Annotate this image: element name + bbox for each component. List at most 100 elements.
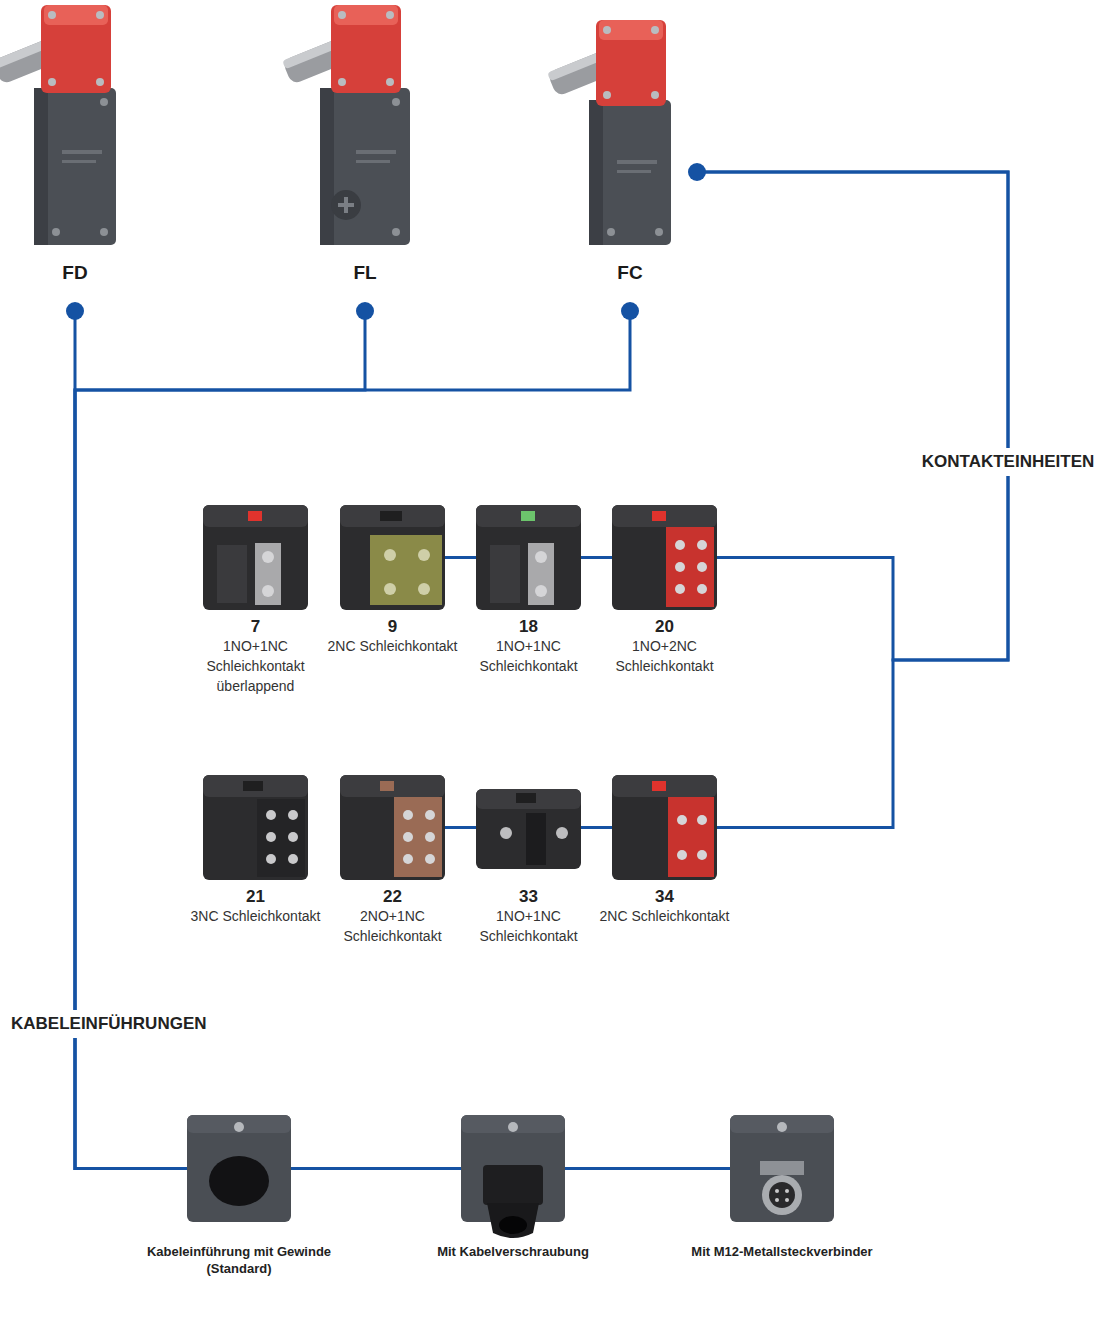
contact-unit-node: 342NC Schleichkontakt <box>612 775 717 880</box>
cable-entry-m12 <box>730 1115 834 1222</box>
illustration-part <box>617 170 651 173</box>
illustration-part <box>612 505 717 527</box>
illustration-part <box>331 190 361 220</box>
illustration-part <box>535 551 547 563</box>
illustration-part <box>508 1122 518 1132</box>
connector-line <box>445 826 476 829</box>
illustration-part <box>483 1165 543 1205</box>
caption: 342NC Schleichkontakt <box>598 887 732 927</box>
product-node: FC <box>570 0 690 298</box>
illustration-part <box>262 551 274 563</box>
illustration-part <box>675 540 685 550</box>
contact-description: 1NO+2NC Schleichkontakt <box>598 637 732 676</box>
connector <box>581 827 612 828</box>
callout-number: 20 <box>598 617 732 637</box>
illustration-part <box>288 854 298 864</box>
caption: 213NC Schleichkontakt <box>189 887 323 927</box>
contact-unit-21 <box>203 775 308 880</box>
connector-line <box>565 1167 730 1170</box>
connector <box>697 172 1008 828</box>
contact-unit-node: 222NO+1NC Schleichkontakt <box>340 775 445 880</box>
illustration-part <box>499 1216 527 1234</box>
illustration-part <box>425 810 435 820</box>
illustration-part <box>203 505 308 610</box>
illustration-part <box>356 160 390 163</box>
illustration-part <box>234 1122 244 1132</box>
illustration-part <box>96 11 104 19</box>
illustration-part <box>785 1189 789 1193</box>
illustration-part <box>187 1115 291 1222</box>
connector <box>75 311 630 1169</box>
junction-dot <box>688 163 706 181</box>
cable-entry-gland <box>461 1115 565 1238</box>
connector <box>291 1168 461 1169</box>
contact-unit-7 <box>203 505 308 610</box>
connector <box>75 311 365 1169</box>
illustration-part <box>394 797 442 877</box>
connector-line <box>75 311 630 1169</box>
contact-unit-20 <box>612 505 717 610</box>
caption: 222NO+1NC Schleichkontakt <box>326 887 460 947</box>
switch-fl <box>282 5 410 245</box>
illustration-part <box>418 583 430 595</box>
illustration-part <box>516 793 536 803</box>
cable-entry-node: Mit M12-Metallsteckverbinder <box>730 1115 834 1222</box>
illustration-part <box>675 584 685 594</box>
contact-unit-node: 71NO+1NC Schleichkontakt überlappend <box>203 505 308 610</box>
illustration-part <box>340 775 445 880</box>
illustration-part <box>730 1115 834 1222</box>
cable-entry-label: Mit Kabelverschraubung <box>388 1244 638 1261</box>
illustration-part <box>338 11 346 19</box>
contact-unit-18 <box>476 505 581 610</box>
illustration-part <box>340 505 445 527</box>
illustration-part <box>386 78 394 86</box>
illustration-part <box>476 505 581 527</box>
callout-number: 21 <box>189 887 323 907</box>
caption: Mit M12-Metallsteckverbinder <box>657 1244 907 1261</box>
connector-line <box>445 556 476 559</box>
connector-line <box>75 311 365 1169</box>
product-node: FD <box>0 0 150 298</box>
callout-number: 9 <box>326 617 460 637</box>
connector-line <box>581 556 612 559</box>
illustration-part <box>655 228 663 236</box>
callout-number: 33 <box>462 887 596 907</box>
caption: 71NO+1NC Schleichkontakt überlappend <box>189 617 323 696</box>
illustration-part <box>775 1198 779 1202</box>
illustration-part <box>777 1122 787 1132</box>
contact-unit-node: 181NO+1NC Schleichkontakt <box>476 505 581 610</box>
illustration-part <box>461 1115 565 1133</box>
callout-number: 22 <box>326 887 460 907</box>
illustration-part <box>612 505 717 610</box>
illustration-part <box>589 100 671 245</box>
illustration-part <box>41 5 111 93</box>
illustration-part <box>528 543 554 605</box>
contact-unit-9 <box>340 505 445 610</box>
illustration-part <box>288 810 298 820</box>
illustration-part <box>675 562 685 572</box>
cable-entry-label: Mit M12-Metallsteckverbinder <box>657 1244 907 1261</box>
contact-description: 1NO+1NC Schleichkontakt <box>462 907 596 946</box>
illustration-part <box>596 20 666 106</box>
illustration-part <box>651 91 659 99</box>
cable-entry-thread <box>187 1115 291 1222</box>
product-node: FL <box>290 0 440 298</box>
illustration-part <box>612 775 717 880</box>
contact-description: 2NO+1NC Schleichkontakt <box>326 907 460 946</box>
illustration-part <box>257 799 305 877</box>
caption: Kabeleinführung mit Gewinde (Standard) <box>133 1244 345 1278</box>
illustration-part <box>521 511 535 521</box>
connector <box>565 1168 730 1169</box>
cable-entry-node: Kabeleinführung mit Gewinde (Standard) <box>187 1115 291 1222</box>
contact-description: 1NO+1NC Schleichkontakt <box>462 637 596 676</box>
contact-description: 2NC Schleichkontakt <box>598 907 732 927</box>
illustration-part <box>603 91 611 99</box>
contact-description: 2NC Schleichkontakt <box>326 637 460 657</box>
contact-description: 1NO+1NC Schleichkontakt überlappend <box>189 637 323 696</box>
illustration-part <box>356 150 396 154</box>
illustration-part <box>617 160 657 164</box>
illustration-part <box>320 88 410 245</box>
illustration-part <box>599 20 663 40</box>
illustration-part <box>697 815 707 825</box>
illustration-part <box>785 1198 789 1202</box>
